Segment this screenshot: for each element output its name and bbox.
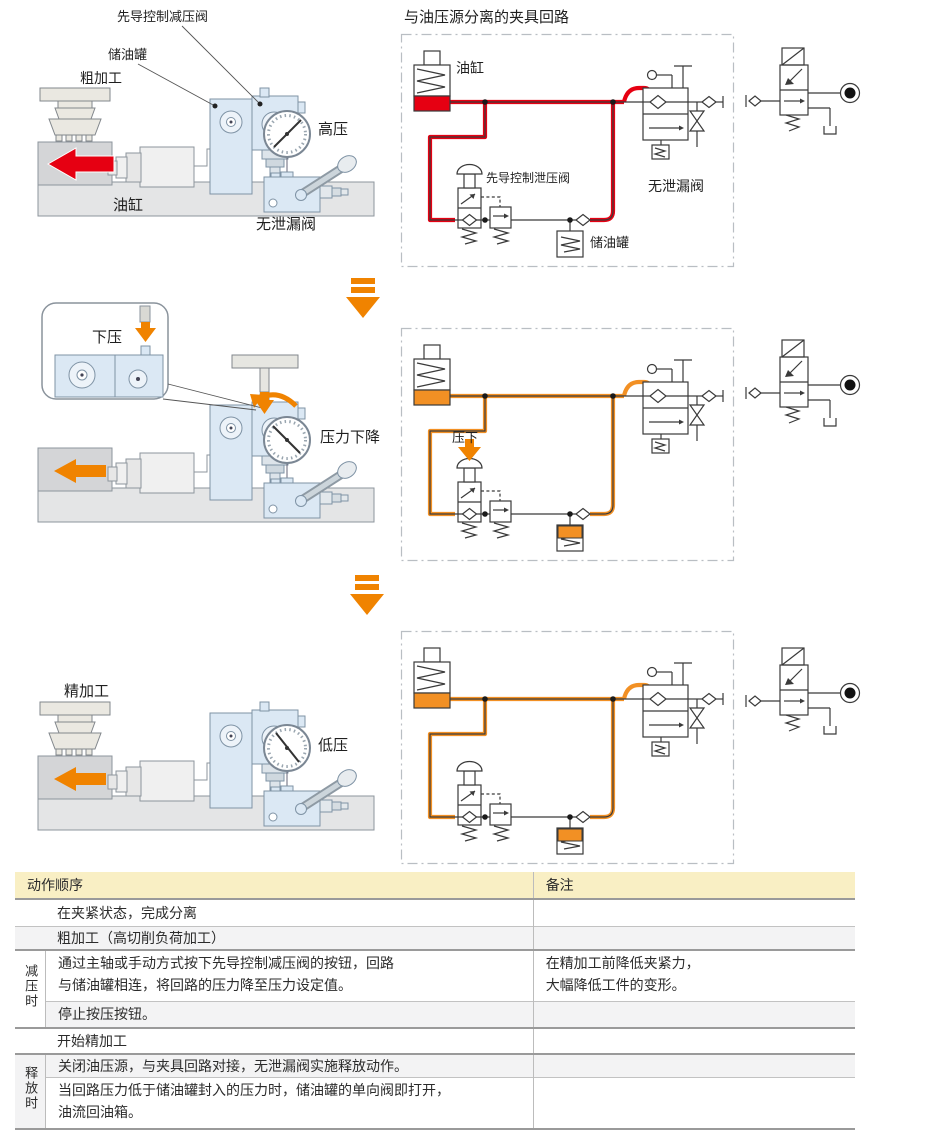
clamp-force-arrow-icon: [46, 147, 115, 181]
leader-dot: [212, 103, 218, 109]
circuit-label-relief-valve: 先导控制泄压阀: [486, 171, 571, 185]
circuit-title: 与油压源分离的夹具回路: [404, 10, 570, 26]
label-pressure-drop: 压力下降: [320, 430, 381, 446]
gauge-needle-low: [275, 732, 300, 763]
clamp-machine: [38, 394, 374, 522]
solenoid-valve-symbol: [745, 339, 861, 427]
solenoid-valve-icon: [745, 47, 861, 135]
milling-tool-icon: [39, 701, 111, 756]
solenoid-valve-icon: [745, 647, 861, 735]
label-cylinder: 油缸: [113, 198, 144, 214]
spindle-press-tool: [231, 354, 299, 414]
label-fine-machining: 精加工: [64, 684, 110, 700]
press-arrow-icon: [255, 400, 274, 414]
circuit-label-cylinder: 油缸: [456, 62, 484, 77]
group-label-release: 释放时: [23, 1066, 39, 1112]
action-cell: 当回路压力低于储油罐封入的压力时，储油罐的单向阀即打开， 油流回油箱。: [44, 1077, 534, 1129]
gauge-needle-high: [273, 119, 302, 148]
table-row: 当回路压力低于储油罐封入的压力时，储油罐的单向阀即打开， 油流回油箱。: [15, 1077, 855, 1129]
remark-cell: [532, 1026, 855, 1054]
table-row: 减压时 通过主轴或手动方式按下先导控制减压阀的按钮，回路 与储油罐相连，将回路的…: [15, 949, 855, 1028]
circuit-diagram-low-pressure: [400, 630, 735, 865]
remark-cell: [532, 1001, 855, 1028]
circuit-diagram-reducing: [400, 327, 735, 562]
solenoid-valve-symbol: [745, 47, 861, 135]
remark-cell: [532, 1052, 855, 1078]
leader-dot: [257, 101, 263, 107]
step-down-arrow-icon: [350, 575, 384, 615]
action-cell: 在夹紧状态，完成分离: [15, 898, 534, 926]
accumulator-charge-fill: [557, 828, 583, 842]
label-pilot-reducing-valve: 先导控制减压阀: [117, 9, 209, 24]
machine-illustration-pressure-reduction: [10, 302, 390, 550]
milling-tool-icon: [39, 87, 111, 142]
circuit-label-no-leak-valve: 无泄漏阀: [648, 180, 704, 195]
action-cell: 关闭油压源，与夹具回路对接，无泄漏阀实施释放动作。: [44, 1052, 534, 1078]
remark-cell: [532, 1077, 855, 1129]
machine-illustration-rough-machining: [10, 25, 390, 244]
group-label-reducing: 减压时: [23, 963, 39, 1009]
action-cell: 粗加工（高切削负荷加工）: [15, 925, 534, 950]
label-rough-machining: 粗加工: [80, 72, 122, 87]
circuit-diagram-clamped: [400, 33, 735, 268]
group-cell: 减压时: [15, 949, 46, 1028]
table-row: 释放时 关闭油压源，与夹具回路对接，无泄漏阀实施释放动作。: [15, 1052, 855, 1129]
clamp-force-arrow-icon: [54, 459, 106, 483]
label-high-pressure: 高压: [318, 122, 349, 138]
label-low-pressure: 低压: [318, 738, 349, 754]
table-row: 粗加工（高切削负荷加工）: [15, 925, 855, 950]
action-cell: 停止按压按钮。: [44, 1001, 534, 1028]
press-button-arrow-icon: [458, 439, 481, 461]
hydraulic-circuit: [402, 35, 734, 267]
table-row: 在夹紧状态，完成分离: [15, 898, 855, 926]
solenoid-valve-symbol: [745, 647, 861, 735]
header-remarks: 备注: [532, 872, 855, 899]
label-no-leak-valve: 无泄漏阀: [256, 217, 317, 233]
press-down-arrow-icon: [135, 322, 156, 342]
action-cell: 通过主轴或手动方式按下先导控制减压阀的按钮，回路 与储油罐相连，将回路的压力降至…: [44, 949, 534, 1002]
remark-cell: 在精加工前降低夹紧力， 大幅降低工件的变形。: [532, 949, 855, 1002]
solenoid-valve-icon: [745, 339, 861, 427]
machine-illustration-fine-machining: [10, 628, 390, 858]
label-oil-tank: 储油罐: [108, 47, 148, 62]
action-cell: 开始精加工: [15, 1026, 534, 1054]
table-row: 停止按压按钮。: [15, 1001, 855, 1028]
group-cell: 释放时: [15, 1052, 46, 1129]
action-sequence-table: 动作顺序 备注 在夹紧状态，完成分离 粗加工（高切削负荷加工） 减压时 通过主轴…: [15, 872, 855, 1131]
circuit-label-tank: 储油罐: [590, 235, 630, 250]
table-header-row: 动作顺序 备注: [15, 872, 855, 899]
clamp-force-arrow-icon: [54, 767, 106, 791]
table-bottom-border: [15, 1128, 855, 1131]
push-rod: [139, 305, 151, 323]
gauge-needle-dropping: [272, 425, 301, 454]
circuit-label-press: 压下: [452, 430, 479, 445]
table-row: 开始精加工: [15, 1026, 855, 1054]
remark-cell: [532, 925, 855, 950]
remark-cell: [532, 898, 855, 926]
press-callout-bubble: [41, 302, 263, 411]
leader-lines: [137, 25, 261, 107]
accumulator-charge-fill: [557, 525, 583, 539]
label-press-down: 下压: [92, 330, 123, 346]
header-action: 动作顺序: [15, 872, 534, 899]
